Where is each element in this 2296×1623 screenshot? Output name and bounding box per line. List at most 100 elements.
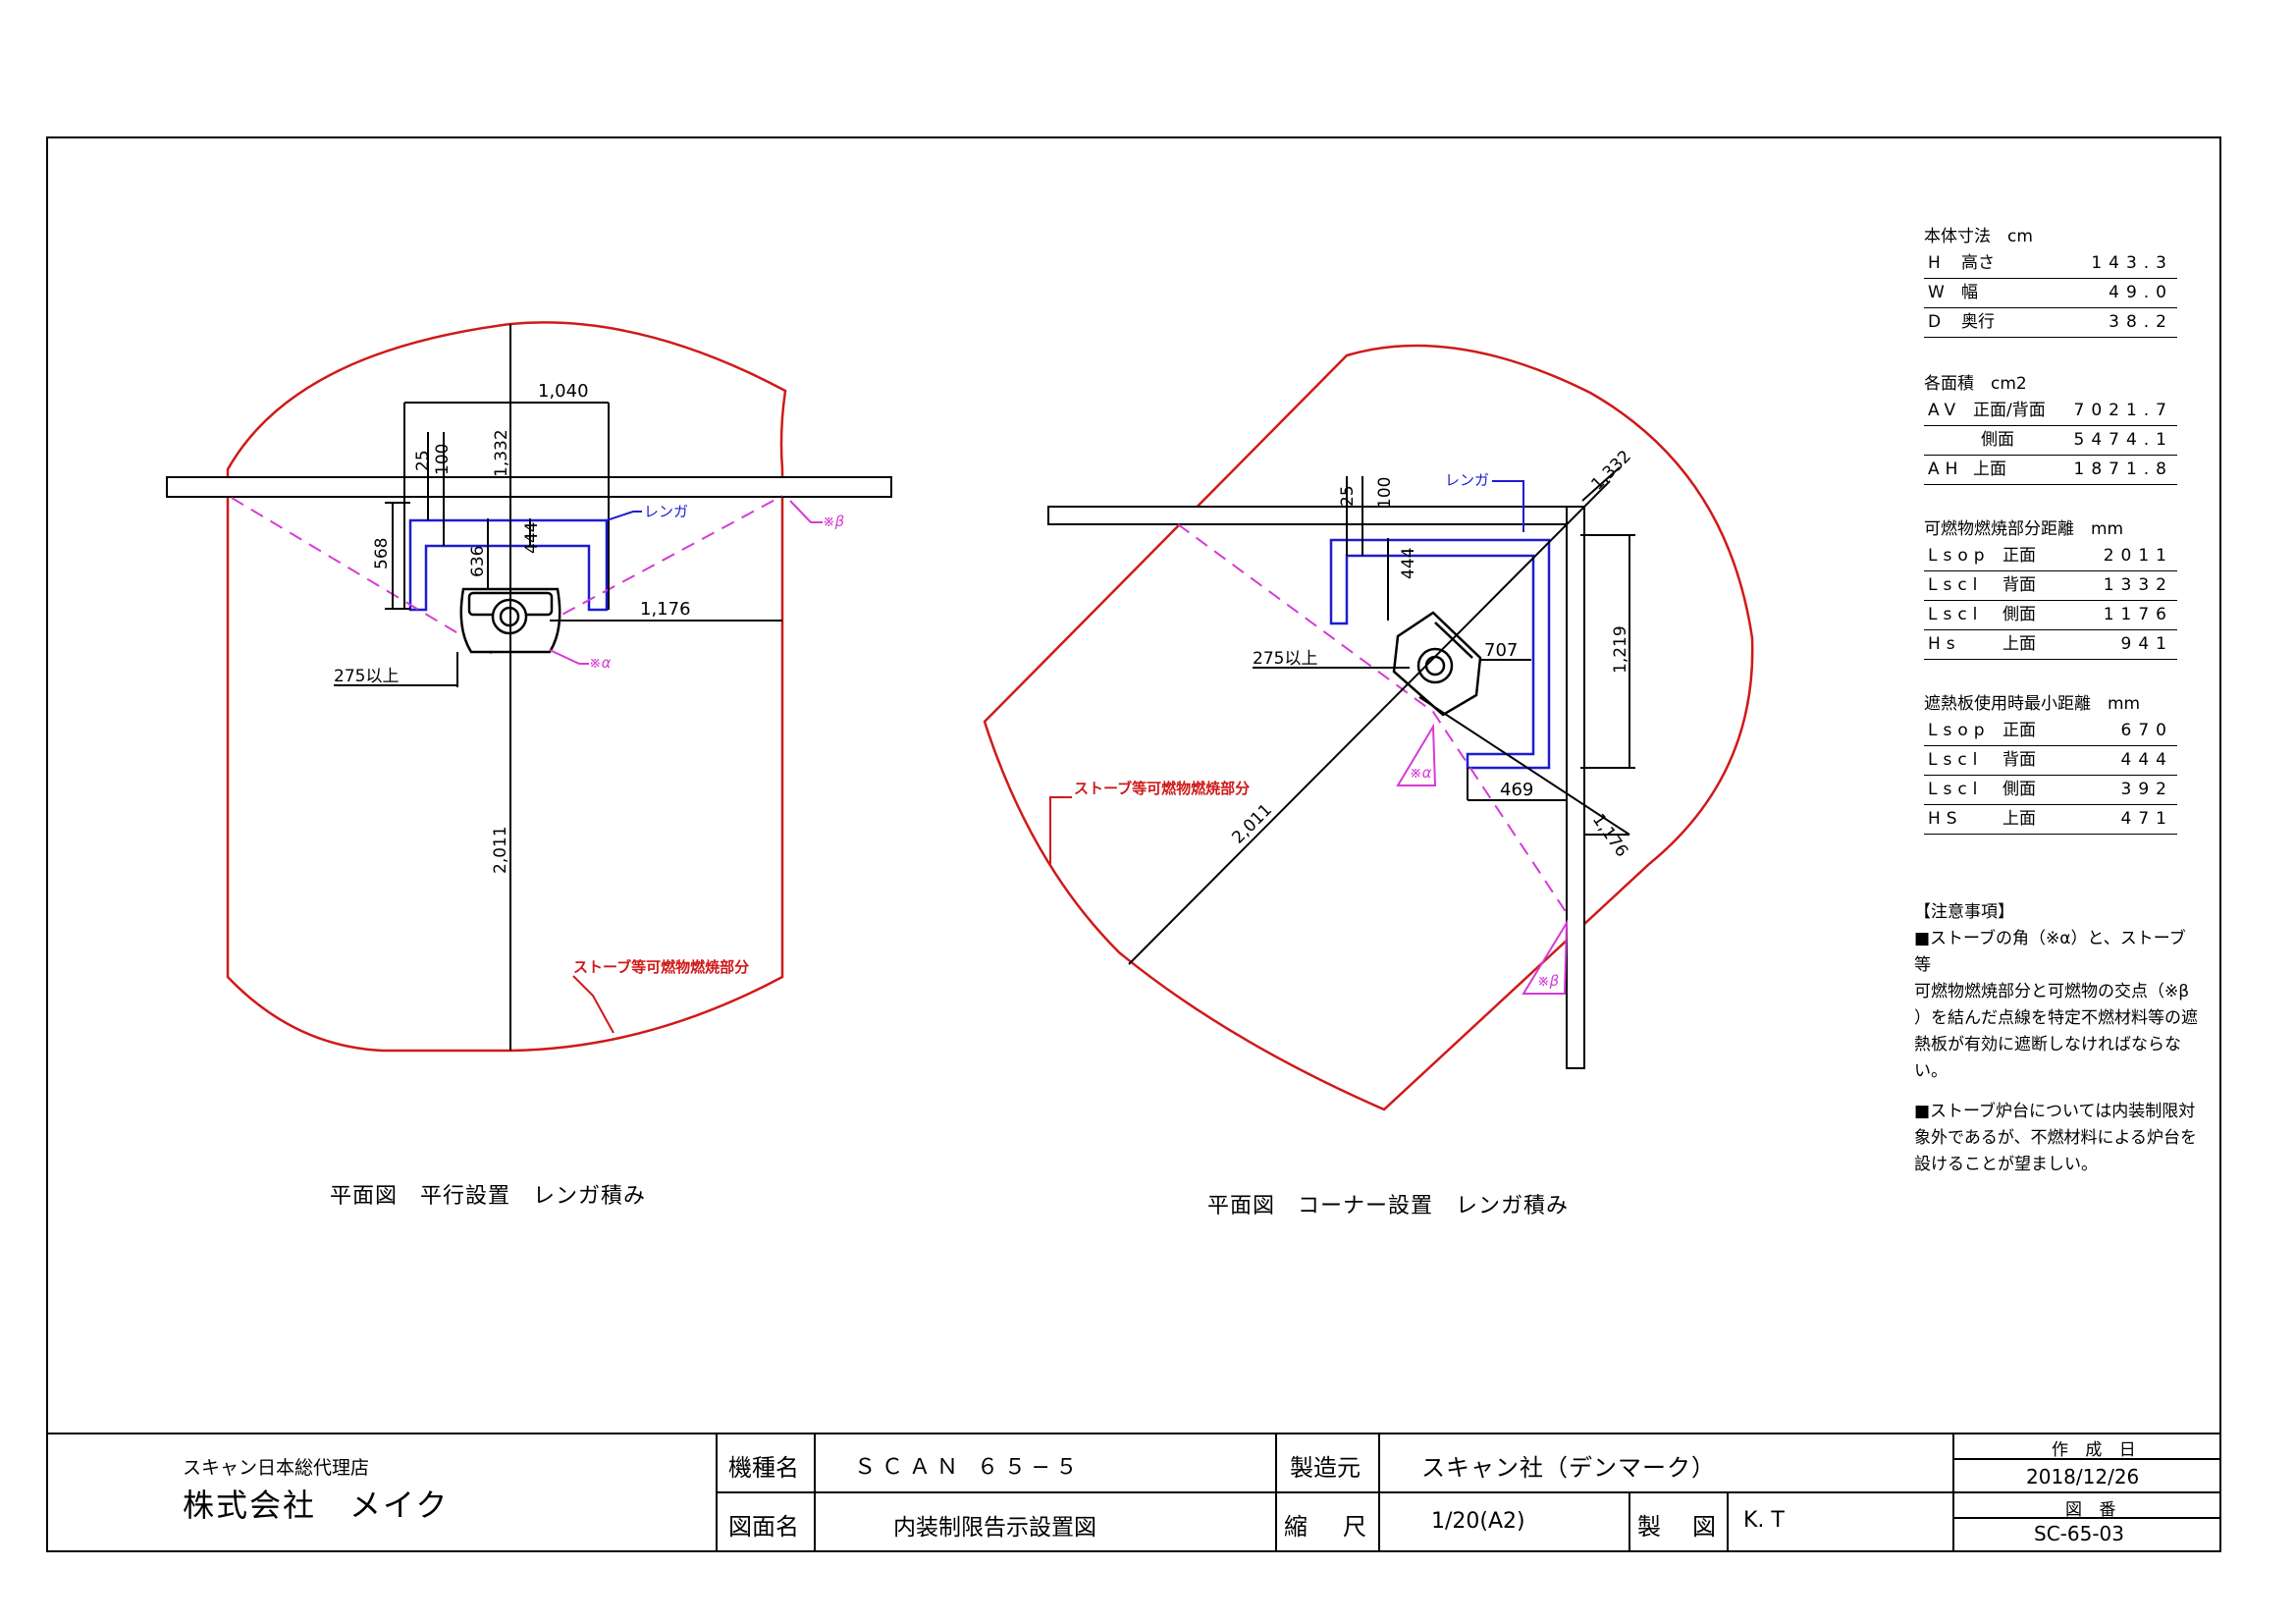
spec-value: 2011: [2103, 546, 2173, 566]
spec-name: 側面: [2002, 780, 2036, 799]
spec-name: 幅: [1961, 283, 1978, 302]
model-value: ＳＣＡＮ ６５−５: [854, 1455, 1084, 1480]
spec-value: 1332: [2103, 575, 2173, 595]
note-line: ）を結んだ点線を特定不燃材料等の遮: [1914, 1008, 2198, 1028]
spec-value: 38.2: [2109, 312, 2173, 332]
spec-name: 奥行: [1961, 312, 1995, 332]
company-name: 株式会社 メイク: [183, 1487, 450, 1524]
label-brick: レンガ: [1445, 471, 1489, 489]
note-line: ■ストーブの角（※α）と、ストーブ等: [1914, 929, 2186, 975]
label-alpha: ※α: [589, 654, 612, 672]
spec-value: 471: [2120, 809, 2173, 829]
spec-name: 上面: [2002, 809, 2036, 829]
date-value: 2018/12/26: [2026, 1465, 2140, 1488]
spec-title: 各面積 cm2: [1924, 374, 2027, 394]
spec-row: Lsop 正面 2011: [1924, 542, 2177, 571]
spec-value: 1176: [2103, 605, 2173, 624]
spec-value: 143.3: [2091, 253, 2173, 273]
leaders: [549, 500, 823, 1034]
dim-100: 100: [1375, 477, 1395, 509]
spec-title: 可燃物燃焼部分距離 mm: [1924, 519, 2124, 539]
wall-side: [1566, 506, 1585, 1069]
company-subtitle: スキャン日本総代理店: [183, 1457, 370, 1479]
dim-469: 469: [1500, 780, 1533, 800]
dim-444: 444: [1399, 548, 1418, 579]
spec-name: 正面: [2002, 546, 2036, 566]
drafter-label: 製 図: [1637, 1513, 1720, 1541]
scale-value: 1/20(A2): [1431, 1509, 1525, 1534]
dim-1332: 1,332: [492, 429, 511, 477]
spec-key: Lsop: [1928, 721, 1991, 740]
dimension-lines: [334, 324, 782, 1051]
spec-name: 上面: [2002, 634, 2036, 654]
dim-444: 444: [522, 522, 542, 554]
label-brick: レンガ: [644, 503, 688, 520]
wall: [166, 476, 892, 498]
spec-key: Lscl: [1928, 750, 1984, 770]
note-line: ■ストーブ炉台については内装制限対: [1914, 1102, 2196, 1121]
note-line: 可燃物燃焼部分と可燃物の交点（※β: [1914, 982, 2190, 1001]
spec-title: 遮熱板使用時最小距離 mm: [1924, 694, 2141, 714]
spec-value: 7021.7: [2073, 401, 2173, 420]
scale-label: 縮 尺: [1284, 1513, 1372, 1541]
dim-636: 636: [468, 546, 488, 577]
label-alpha: ※α: [1410, 764, 1432, 782]
label-beta: ※β: [823, 513, 845, 530]
drawing-value: 内装制限告示設置図: [893, 1515, 1096, 1541]
spec-key: Lscl: [1928, 605, 1984, 624]
dim-568: 568: [372, 538, 392, 569]
shield-line: [1177, 523, 1568, 914]
dim-1176: 1,176: [1588, 810, 1631, 860]
spec-value: 941: [2120, 634, 2173, 654]
note-line: 設けることが望ましい。: [1914, 1155, 2098, 1174]
dim-1219: 1,219: [1611, 625, 1630, 674]
maker-label: 製造元: [1290, 1454, 1361, 1482]
dimension-lines: [1128, 466, 1635, 965]
spec-key: Lsop: [1928, 546, 1991, 566]
number-value: SC-65-03: [2034, 1522, 2124, 1545]
model-label: 機種名: [728, 1454, 799, 1482]
stove-body: [1392, 611, 1482, 717]
spec-key: W: [1928, 283, 1950, 302]
leaders: [1049, 480, 1569, 995]
number-label: 図 番: [2065, 1500, 2122, 1520]
spec-name: 上面: [1973, 460, 2006, 479]
spec-title: 本体寸法 cm: [1924, 227, 2033, 246]
dim-25: 25: [1338, 485, 1358, 507]
brick-wall: [1329, 538, 1551, 770]
label-beta: ※β: [1537, 972, 1560, 990]
drawing-label: 図面名: [728, 1513, 799, 1541]
plan-parallel: 1,040 25 100 1,332 568 636 444 1,176 275…: [166, 321, 892, 1053]
dim-707: 707: [1484, 640, 1518, 661]
caption-corner: 平面図 コーナー設置 レンガ積み: [1207, 1194, 1570, 1218]
spec-key: Hs: [1928, 634, 1961, 654]
dim-100: 100: [433, 444, 453, 475]
spec-value: 1871.8: [2073, 460, 2173, 479]
note-line: [1914, 1085, 2199, 1099]
combustion-boundary: [226, 321, 787, 1053]
dim-25: 25: [413, 450, 433, 471]
note-line: 熱板が有効に遮断しなければならない。: [1914, 1035, 2181, 1081]
spec-key: Lscl: [1928, 575, 1984, 595]
spec-name: 側面: [1981, 430, 2014, 450]
spec-value: 670: [2120, 721, 2173, 740]
caption-parallel: 平面図 平行設置 レンガ積み: [330, 1184, 647, 1209]
brick-wall: [408, 518, 609, 612]
dim-275: 275以上: [334, 667, 399, 686]
spec-key: AH: [1928, 460, 1964, 479]
note-line: 象外であるが、不燃材料による炉台を: [1914, 1128, 2197, 1148]
spec-name: 正面: [2002, 721, 2036, 740]
spec-key: HS: [1928, 809, 1963, 829]
plan-corner: 25 100 1,332 444 275以上 707 1,219 469 1,1…: [983, 344, 1754, 1111]
spec-name: 正面/背面: [1973, 401, 2046, 420]
